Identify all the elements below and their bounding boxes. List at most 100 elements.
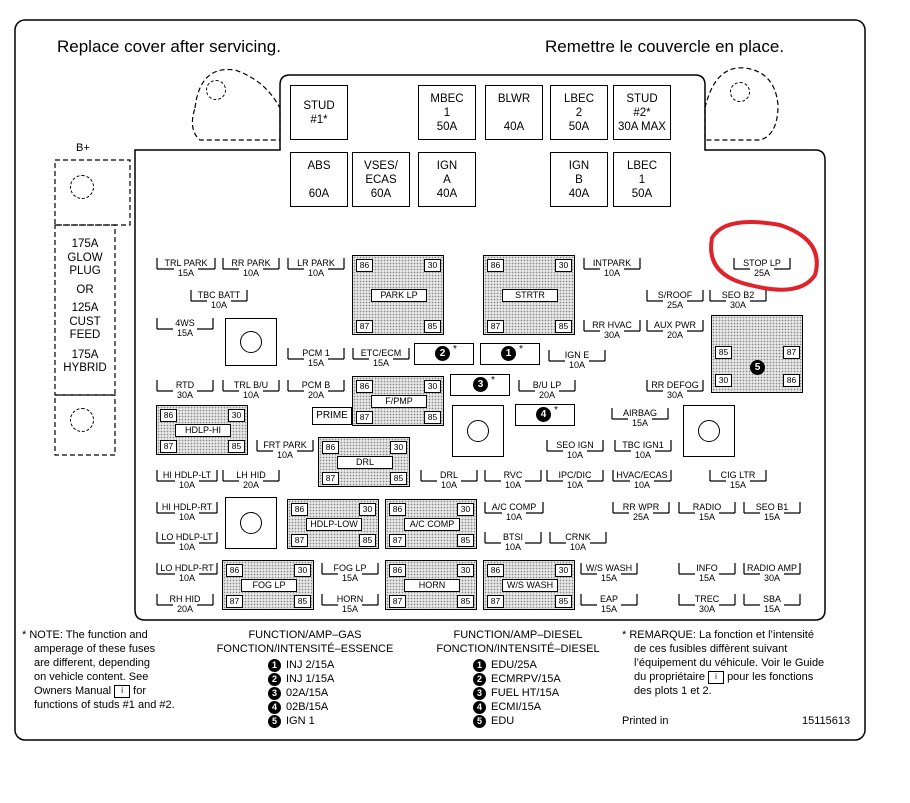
maxi-fuse-line: STUD	[303, 99, 335, 112]
maxi-fuse-line: STUD	[626, 92, 658, 105]
fuse-amperage: 10A	[569, 542, 586, 552]
fuse-amperage: 15A	[763, 604, 780, 614]
fuse-amperage: 25A	[666, 300, 683, 310]
maxi-fuse-line: 40A	[436, 187, 458, 200]
maxi-fuse-line: IGN	[568, 159, 590, 172]
fuse-amperage: 10A	[566, 450, 583, 460]
b-plus-block	[54, 159, 131, 226]
side-label: 125A	[71, 302, 99, 314]
side-label: OR	[76, 283, 94, 296]
numbered-slot-2: 2*	[414, 343, 474, 365]
relay-label: FOG LP	[241, 579, 297, 592]
fuse-amperage: 10A	[178, 480, 195, 490]
maxi-fuse-line: LBEC	[626, 159, 658, 172]
right-mount-ear	[704, 67, 779, 141]
maxi-fuse-stud1: STUD#1*	[290, 85, 348, 140]
fuse-amperage: 15A	[341, 573, 358, 583]
relay-label: A/C COMP	[404, 518, 460, 531]
fuse-name: FRT PARK	[263, 440, 307, 450]
connector-socket	[225, 497, 277, 549]
fuse-name: RR HVAC	[592, 320, 632, 330]
fuse-name: RADIO	[692, 502, 722, 512]
side-label: 175A	[71, 238, 99, 250]
side-option-labels: 175A GLOW PLUG OR 125A CUST FEED 175A HY…	[56, 238, 114, 376]
fuse-name: IGN E	[564, 350, 590, 360]
fuse-amperage: 10A	[603, 268, 620, 278]
header-right: Remettre le couvercle en place.	[545, 37, 785, 56]
fuse-amperage: 20A	[307, 390, 324, 400]
fuse-amperage: 15A	[372, 358, 389, 368]
note-french: * REMARQUE: La fonction et l’intensité d…	[622, 629, 825, 697]
side-label: FEED	[69, 329, 101, 341]
fuse-name: SEO B2	[721, 290, 755, 300]
fuse-name: SBA	[762, 594, 781, 604]
fuse-amperage: 10A	[566, 480, 583, 490]
gas-title: FUNCTION/AMP–GAS FONCTION/INTENSITÉ–ESSE…	[216, 629, 394, 655]
manual-book-icon: i	[114, 684, 131, 698]
fuse-name: RR PARK	[231, 258, 271, 268]
fuse-name: S/ROOF	[657, 290, 693, 300]
fuse-amperage: 15A	[307, 358, 324, 368]
fuse-amperage: 20A	[538, 390, 555, 400]
relay-label: STRTR	[502, 289, 558, 302]
fuse-name: W/S WASH	[585, 563, 633, 573]
stud-mount-icon	[206, 80, 226, 100]
slot-number-5: 5	[750, 360, 765, 375]
fuse-name: SEO IGN	[556, 440, 594, 450]
fuse-name: PCM 1	[302, 348, 330, 358]
fuse-amperage: 20A	[176, 604, 193, 614]
fuse-amperage: 15A	[729, 480, 746, 490]
manual-book-icon: i	[708, 670, 724, 684]
fuse-amperage: 30A	[763, 573, 780, 583]
fuse-amperage: 10A	[440, 480, 457, 490]
maxi-fuse-line: 50A	[631, 187, 653, 200]
fuse-box-outline	[134, 74, 826, 621]
highlight-circle	[709, 220, 819, 292]
fuse-name: LO HDLP-LT	[161, 532, 213, 542]
fuse-amperage: 10A	[505, 512, 522, 522]
fuse-amperage: 10A	[307, 268, 324, 278]
maxi-fuse-line: IGN	[436, 159, 458, 172]
fuse-name: TRL B/U	[233, 380, 269, 390]
side-label: 175A	[71, 348, 99, 361]
fuse-name: INTPARK	[592, 258, 632, 268]
fuse-amperage: 10A	[634, 450, 651, 460]
relay-label: W/S WASH	[502, 579, 558, 592]
printed-in: Printed in	[622, 715, 669, 727]
relay-label: F/PMP	[371, 395, 427, 408]
connector-socket	[452, 405, 504, 457]
fuse-amperage: 10A	[178, 542, 195, 552]
option-block	[54, 224, 116, 396]
